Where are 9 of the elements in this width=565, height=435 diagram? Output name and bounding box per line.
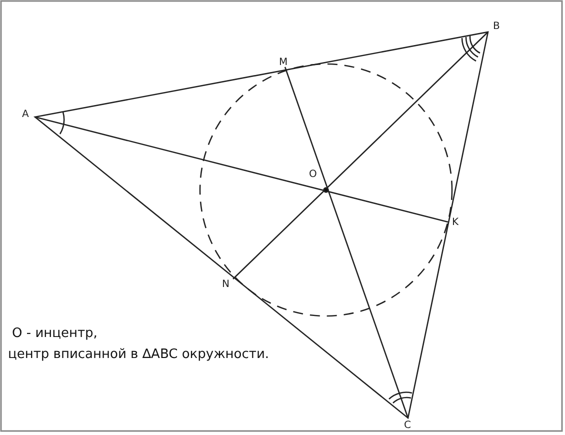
point-label: O: [309, 170, 317, 180]
note-text: центр вписанной в ∆ABC окружности.: [8, 347, 270, 363]
point-label: K: [452, 218, 459, 228]
point-label: M: [279, 58, 288, 68]
point-label: A: [22, 110, 29, 120]
note-text: O - инцентр,: [12, 326, 98, 342]
point-label: B: [493, 22, 500, 32]
point-label: N: [222, 280, 230, 290]
point-label: C: [404, 421, 411, 431]
